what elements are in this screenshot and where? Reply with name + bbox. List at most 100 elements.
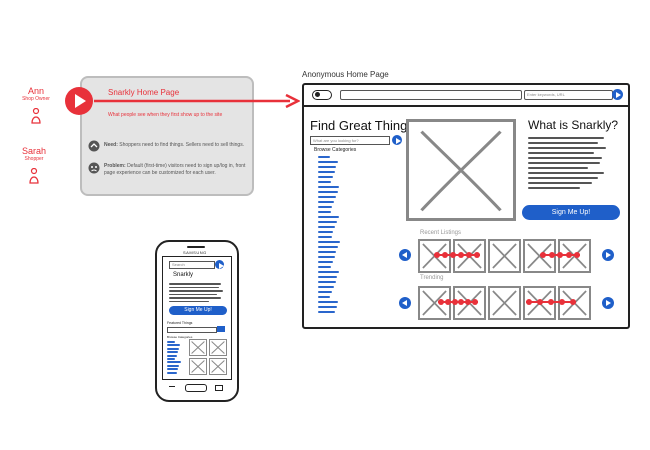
category-item[interactable] [318, 211, 331, 213]
category-item[interactable] [167, 341, 175, 343]
find-input[interactable]: What are you looking for? [310, 136, 390, 145]
category-item[interactable] [318, 161, 339, 163]
category-item[interactable] [318, 156, 331, 158]
find-input-placeholder: What are you looking for? [313, 138, 359, 143]
category-item[interactable] [318, 171, 335, 173]
trending-next-button[interactable] [602, 297, 614, 309]
category-item[interactable] [318, 186, 340, 188]
category-item[interactable] [318, 311, 335, 313]
phone-speaker [187, 246, 205, 248]
find-go-button[interactable] [392, 135, 402, 145]
recent-next-button[interactable] [602, 249, 614, 261]
category-item[interactable] [318, 236, 332, 238]
image-placeholder-icon [420, 130, 502, 212]
category-item[interactable] [167, 354, 177, 357]
category-item[interactable] [318, 301, 339, 303]
trending-carousel [418, 286, 598, 320]
category-item[interactable] [318, 306, 337, 308]
mobile-featured-button[interactable] [217, 326, 225, 332]
category-item[interactable] [318, 181, 332, 183]
listing-thumbnail[interactable] [488, 286, 521, 320]
desktop-window: Enter keywords, URL Find Great Things Wh… [302, 83, 630, 329]
mobile-search-placeholder: Search [172, 262, 185, 267]
trending-label: Trending [420, 275, 444, 281]
category-item[interactable] [318, 221, 337, 223]
mobile-thumbnail[interactable] [209, 339, 227, 356]
category-item[interactable] [167, 344, 180, 347]
category-item[interactable] [318, 296, 331, 298]
mobile-thumbnail[interactable] [189, 358, 207, 375]
category-item[interactable] [318, 206, 333, 208]
category-item[interactable] [318, 241, 340, 243]
address-bar[interactable] [340, 90, 522, 100]
category-item[interactable] [167, 364, 180, 367]
category-item[interactable] [167, 351, 178, 354]
category-item[interactable] [318, 176, 333, 178]
category-item[interactable] [318, 256, 335, 258]
category-list[interactable] [318, 156, 358, 321]
mobile-search-button[interactable] [215, 260, 224, 269]
problem-label: Problem: [104, 163, 126, 169]
image-placeholder-icon [422, 290, 447, 316]
image-placeholder-icon [211, 360, 225, 373]
category-item[interactable] [318, 196, 336, 198]
mobile-featured-input[interactable] [167, 327, 217, 333]
recent-prev-button[interactable] [399, 249, 411, 261]
category-item[interactable] [318, 281, 336, 283]
search-field[interactable]: Enter keywords, URL [524, 90, 613, 100]
phone-brand: SAMSUNG [183, 250, 207, 255]
category-item[interactable] [318, 271, 340, 273]
problem-line: Problem: Default (first-time) visitors n… [104, 163, 246, 177]
category-item[interactable] [318, 261, 333, 263]
mobile-signup-button[interactable]: Sign Me Up! [169, 306, 227, 315]
nav-buttons[interactable] [312, 90, 332, 100]
category-item[interactable] [318, 246, 339, 248]
category-item[interactable] [318, 166, 337, 168]
carousel-indicator [434, 252, 480, 258]
mobile-thumb-grid [189, 339, 229, 377]
category-item[interactable] [167, 371, 178, 374]
listing-thumbnail[interactable] [488, 239, 521, 273]
callout-box: Snarkly Home Page What people see when t… [80, 76, 254, 196]
mobile-search-input[interactable]: Search [169, 261, 215, 269]
persona-role: Shop Owner [22, 96, 50, 102]
category-item[interactable] [318, 191, 338, 193]
persona-ann: Ann Shop Owner [18, 86, 54, 124]
play-icon [65, 87, 93, 115]
category-item[interactable] [318, 266, 331, 268]
mobile-thumbnail[interactable] [209, 358, 227, 375]
phone-menu-key[interactable] [215, 385, 223, 391]
trending-prev-button[interactable] [399, 297, 411, 309]
category-item[interactable] [167, 368, 179, 371]
search-go-button[interactable] [612, 89, 623, 100]
category-item[interactable] [318, 286, 334, 288]
callout-title: Snarkly Home Page [108, 88, 180, 97]
image-placeholder-icon [191, 360, 205, 373]
category-item[interactable] [167, 347, 179, 350]
mobile-category-list[interactable] [167, 341, 187, 375]
category-item[interactable] [318, 276, 338, 278]
hero-image [406, 119, 516, 221]
carousel-indicator [540, 252, 580, 258]
carousel-indicator [526, 299, 576, 305]
category-item[interactable] [318, 226, 336, 228]
desktop-caption: Anonymous Home Page [302, 70, 389, 79]
category-item[interactable] [318, 201, 335, 203]
phone-back-key[interactable] [169, 386, 175, 390]
signup-button[interactable]: Sign Me Up! [522, 205, 620, 220]
image-placeholder-icon [527, 243, 552, 269]
category-item[interactable] [318, 291, 333, 293]
category-item[interactable] [318, 251, 337, 253]
mobile-heading: Snarkly [173, 272, 194, 278]
category-item[interactable] [318, 216, 339, 218]
category-item[interactable] [167, 358, 176, 360]
category-item[interactable] [167, 361, 181, 364]
mobile-thumbnail[interactable] [189, 339, 207, 356]
phone-home-button[interactable] [185, 384, 207, 392]
connector-arrow [94, 94, 300, 108]
person-icon [31, 108, 41, 124]
category-item[interactable] [318, 231, 334, 233]
image-placeholder-icon [492, 290, 517, 316]
mobile-description [169, 283, 225, 304]
recent-carousel [418, 239, 598, 273]
